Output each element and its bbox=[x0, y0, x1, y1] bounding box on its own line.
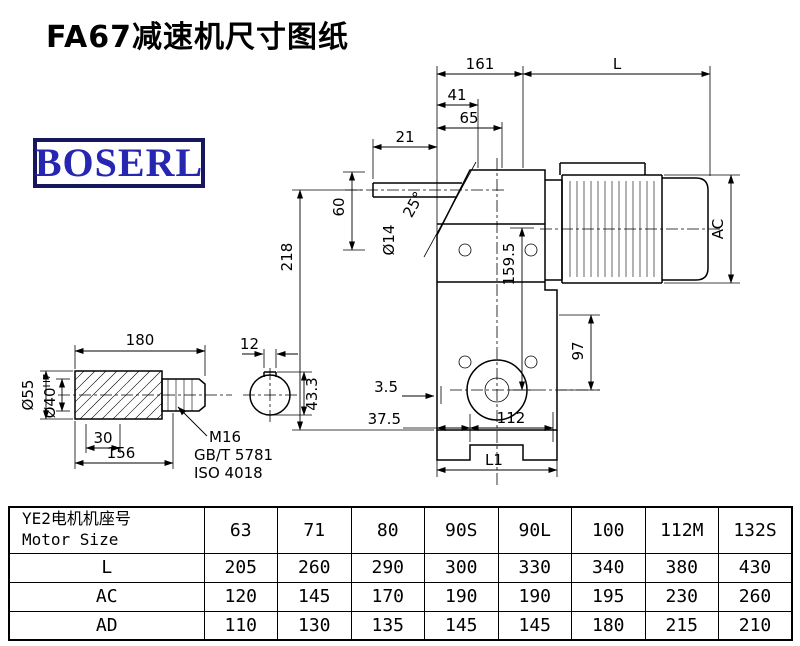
dim-41: 41 bbox=[447, 86, 466, 104]
table-cell: 190 bbox=[497, 581, 572, 612]
row-label: L bbox=[8, 552, 205, 583]
table-cell: 330 bbox=[497, 552, 572, 583]
table-cell-motor-size: 90S bbox=[424, 506, 499, 554]
shaft-dim-30: 30 bbox=[93, 429, 112, 447]
table-cell-motor-size: 112M bbox=[644, 506, 719, 554]
table-cell: 135 bbox=[350, 610, 425, 641]
table-cell-motor-size: 80 bbox=[350, 506, 425, 554]
dim-161: 161 bbox=[466, 55, 495, 73]
dim-97: 97 bbox=[569, 341, 587, 360]
table-header-cell: YE2电机机座号 Motor Size bbox=[8, 506, 205, 554]
table-cell-motor-size: 71 bbox=[277, 506, 352, 554]
shaft-end-view: 12 43.3 bbox=[240, 335, 321, 422]
dim-60: 60 bbox=[330, 197, 348, 216]
table-cell: 260 bbox=[277, 552, 352, 583]
table-row-header: YE2电机机座号 Motor Size 63 71 80 90S 90L 100… bbox=[8, 506, 793, 554]
table-cell: 430 bbox=[718, 552, 793, 583]
table-cell: 380 bbox=[644, 552, 719, 583]
table-cell: 145 bbox=[424, 610, 499, 641]
table-cell: 230 bbox=[644, 581, 719, 612]
header-en: Motor Size bbox=[22, 530, 119, 550]
table-cell: 110 bbox=[203, 610, 278, 641]
table-row-L: L 205 260 290 300 330 340 380 430 bbox=[8, 552, 793, 583]
table-cell: 210 bbox=[718, 610, 793, 641]
table-cell: 195 bbox=[571, 581, 646, 612]
row-label: AD bbox=[8, 610, 205, 641]
motor-size-table: YE2电机机座号 Motor Size 63 71 80 90S 90L 100… bbox=[8, 506, 793, 641]
table-cell: 215 bbox=[644, 610, 719, 641]
table-row-AD: AD 110 130 135 145 145 180 215 210 bbox=[8, 610, 793, 641]
table-cell: 145 bbox=[277, 581, 352, 612]
shaft-dim-180: 180 bbox=[126, 331, 155, 349]
shaft-dim-156: 156 bbox=[107, 444, 136, 462]
table-cell: 340 bbox=[571, 552, 646, 583]
dia40-value: Ø40 bbox=[41, 387, 59, 418]
dim-L1: L1 bbox=[485, 451, 503, 469]
shaft-dim-12: 12 bbox=[240, 335, 259, 353]
dim-L: L bbox=[613, 55, 622, 73]
shaft-dim-dia55: Ø55 bbox=[19, 380, 37, 411]
table-cell: 170 bbox=[350, 581, 425, 612]
dimension-labels: 161 L 41 65 21 60 Ø14 218 25° 159.5 AC 9… bbox=[278, 55, 727, 469]
row-label: AC bbox=[8, 581, 205, 612]
table-cell: 300 bbox=[424, 552, 499, 583]
table-cell-motor-size: 100 bbox=[571, 506, 646, 554]
shaft-dim-43-3: 43.3 bbox=[303, 377, 321, 410]
dim-3-5: 3.5 bbox=[374, 378, 398, 396]
dim-21: 21 bbox=[395, 128, 414, 146]
logo-text: BOSERL bbox=[34, 140, 204, 185]
table-cell: 120 bbox=[203, 581, 278, 612]
thread-callout-m16: M16 bbox=[209, 428, 241, 446]
shaft-detail-view: 180 30 156 Ø55 Ø40H7 M16 GB/T 5781 ISO 4… bbox=[19, 331, 273, 482]
motor-view bbox=[545, 162, 709, 284]
header-cn: YE2电机机座号 bbox=[22, 509, 131, 529]
table-cell: 180 bbox=[571, 610, 646, 641]
dim-65: 65 bbox=[459, 109, 478, 127]
dim-112: 112 bbox=[497, 409, 526, 427]
standard-iso-4018: ISO 4018 bbox=[194, 464, 263, 482]
dimension-lines bbox=[296, 70, 735, 474]
table-cell: 145 bbox=[497, 610, 572, 641]
table-cell: 205 bbox=[203, 552, 278, 583]
table-cell-motor-size: 90L bbox=[497, 506, 572, 554]
table-cell-motor-size: 132S bbox=[718, 506, 793, 554]
dia40-tolerance: H7 bbox=[42, 374, 53, 388]
table-row-AC: AC 120 145 170 190 190 195 230 260 bbox=[8, 581, 793, 612]
dim-AC: AC bbox=[709, 219, 727, 239]
table-cell-motor-size: 63 bbox=[203, 506, 278, 554]
shaft-hatching bbox=[75, 371, 162, 419]
dim-218: 218 bbox=[278, 243, 296, 272]
table-cell: 130 bbox=[277, 610, 352, 641]
table-cell: 190 bbox=[424, 581, 499, 612]
page-title: FA67减速机尺寸图纸 bbox=[46, 20, 350, 55]
shaft-dim-dia40: Ø40H7 bbox=[41, 374, 59, 419]
table-cell: 290 bbox=[350, 552, 425, 583]
table-cell: 260 bbox=[718, 581, 793, 612]
standard-gbt-5781: GB/T 5781 bbox=[194, 446, 273, 464]
logo-boserl: BOSERL bbox=[33, 138, 205, 188]
dim-angle-25: 25° bbox=[399, 189, 428, 221]
dim-159-5: 159.5 bbox=[500, 243, 518, 286]
dim-37-5: 37.5 bbox=[368, 410, 401, 428]
dim-dia14: Ø14 bbox=[380, 225, 398, 256]
dimension-drawing: 161 L 41 65 21 60 Ø14 218 25° 159.5 AC 9… bbox=[19, 55, 740, 487]
